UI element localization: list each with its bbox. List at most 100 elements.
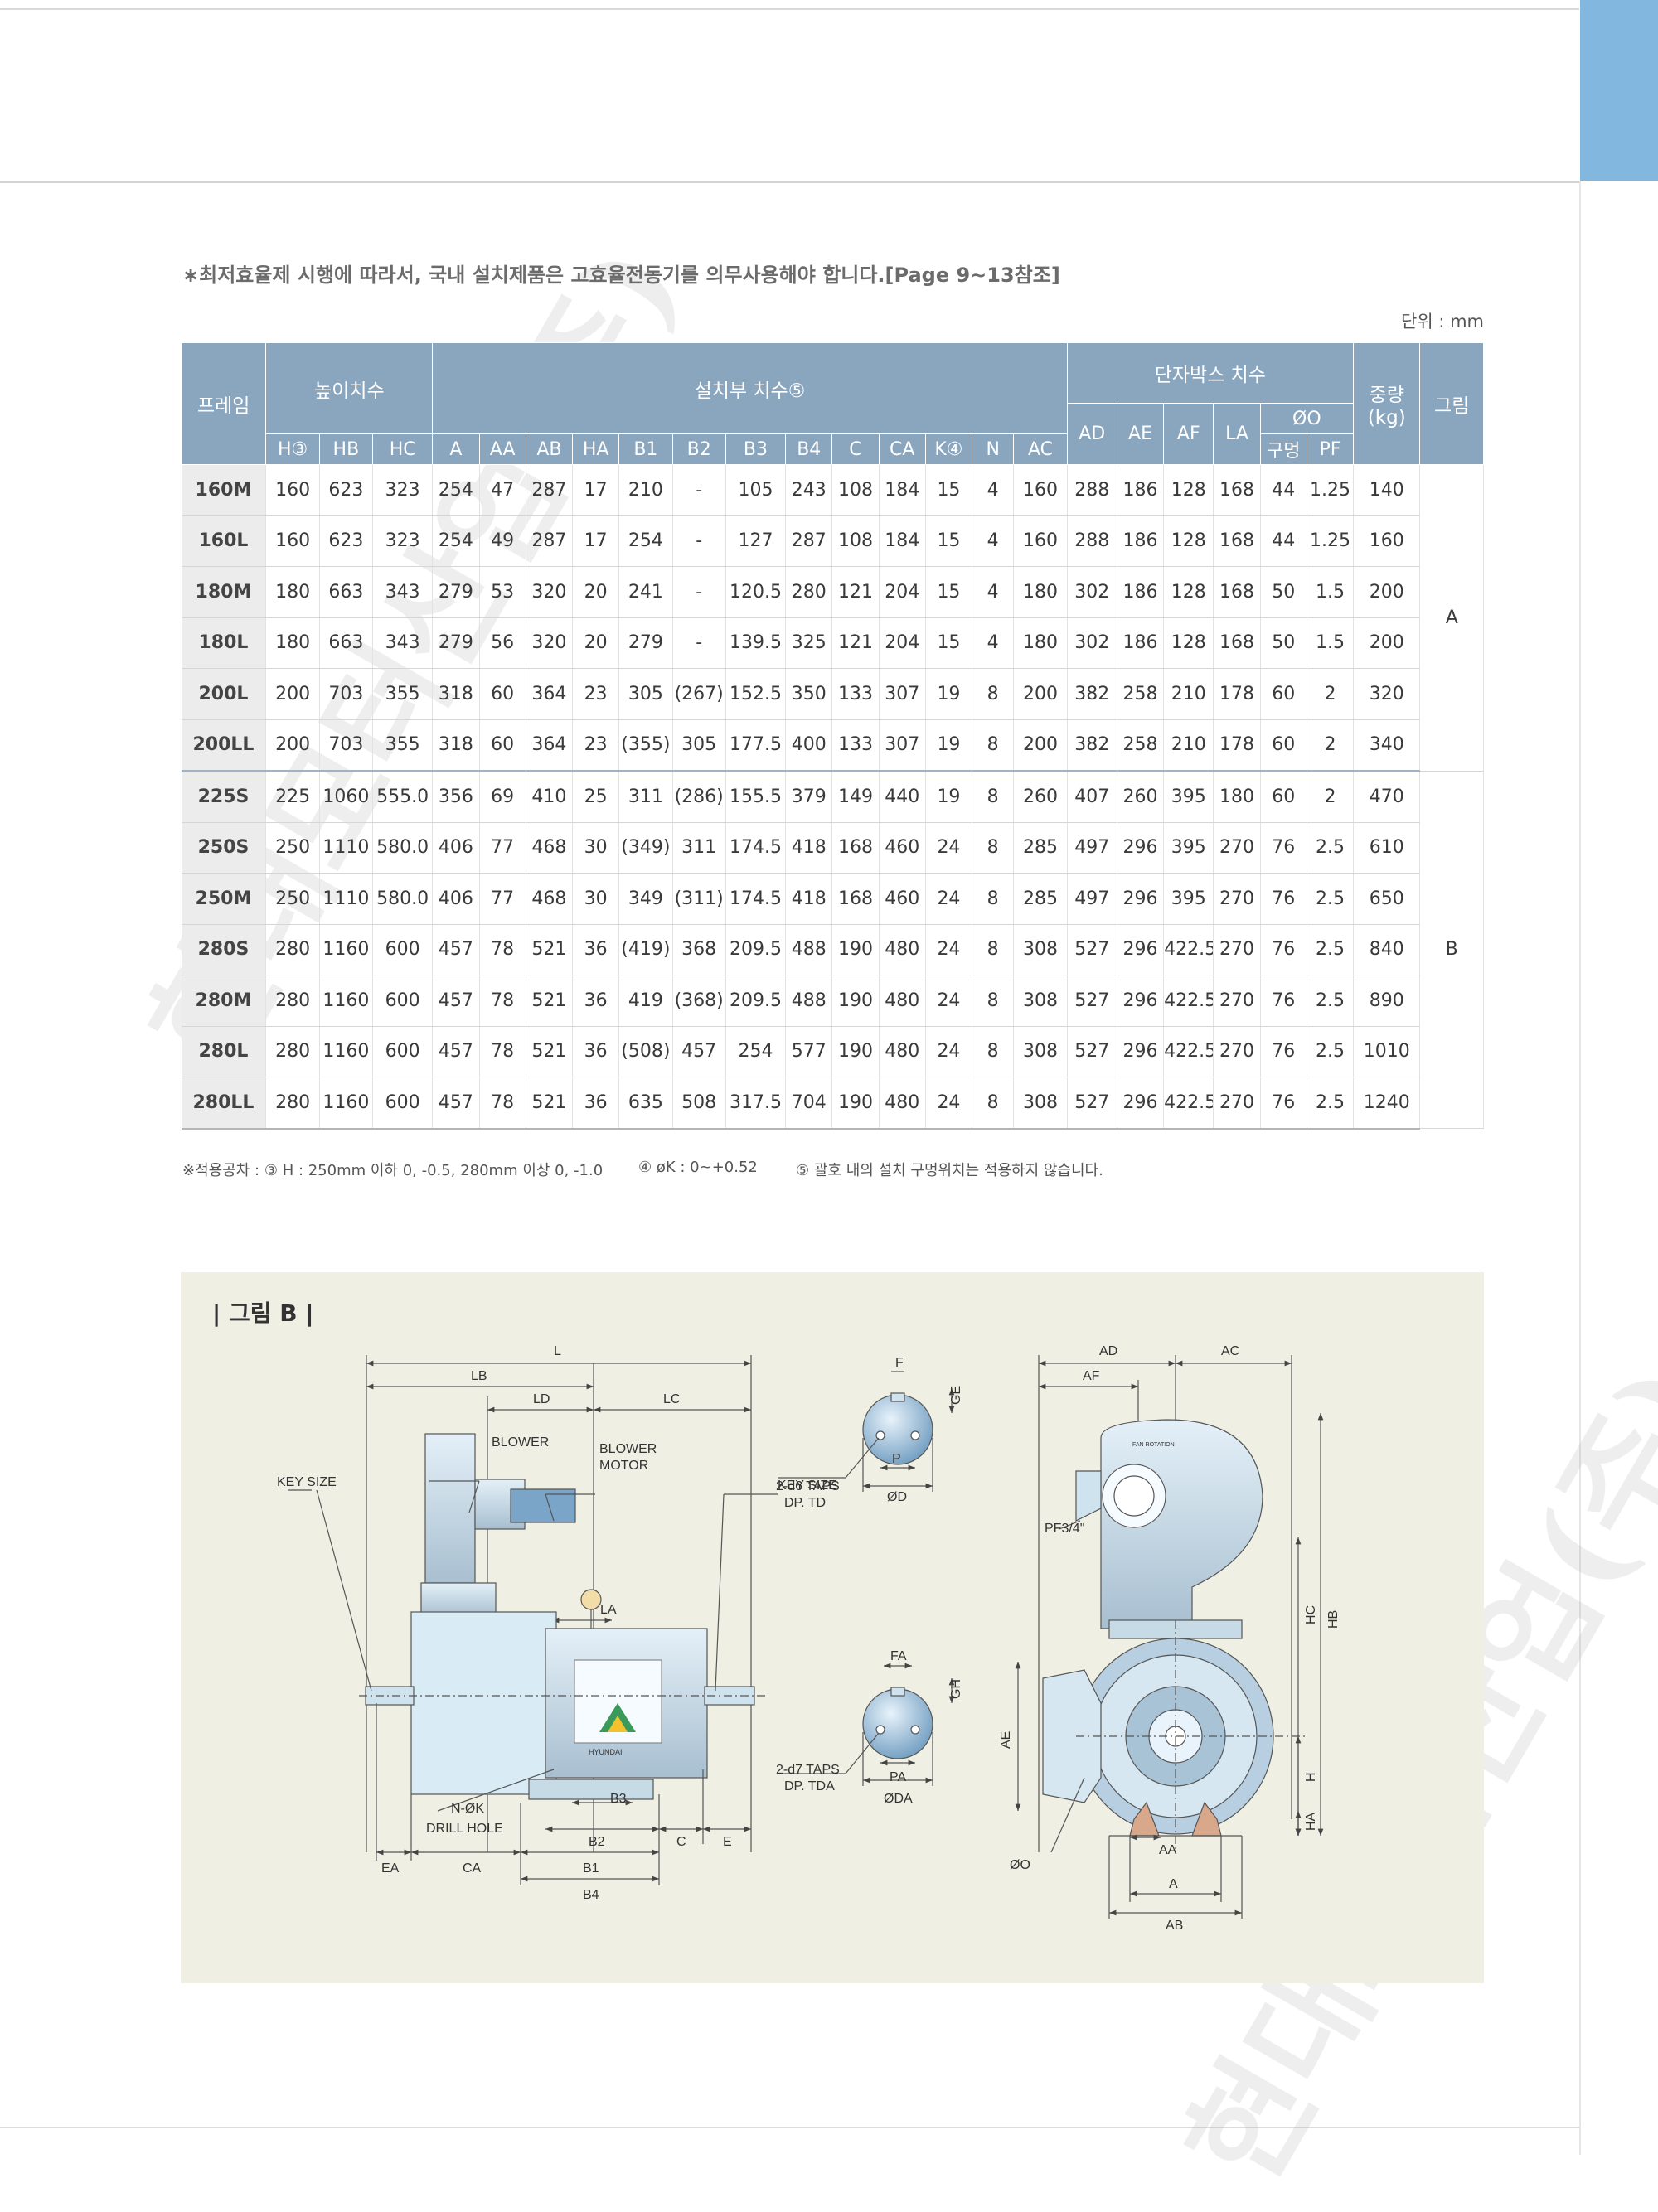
dim-ab-label: AB <box>1166 1919 1183 1933</box>
table-cell: (286) <box>672 771 726 823</box>
table-cell: - <box>672 566 726 618</box>
top-rule <box>0 8 1579 10</box>
table-cell: 308 <box>1013 1026 1068 1077</box>
shaft-end-views <box>778 1371 955 1786</box>
table-cell: 457 <box>432 975 480 1027</box>
table-cell: 2.5 <box>1307 873 1355 925</box>
table-cell: 8 <box>972 719 1015 772</box>
table-cell: 128 <box>1163 464 1214 516</box>
table-cell: 317.5 <box>725 1077 787 1130</box>
table-cell: 168 <box>1213 566 1261 618</box>
table-cell: 320 <box>1353 668 1421 720</box>
dim-h-label: H <box>1304 1772 1318 1782</box>
table-cell: 600 <box>372 1077 434 1130</box>
drill-hole-label-2: DRILL HOLE <box>426 1822 503 1836</box>
dim-ge-label: GE <box>949 1386 963 1405</box>
table-cell: 184 <box>879 464 926 516</box>
table-cell: 184 <box>879 515 926 567</box>
fan-rotation-label: FAN ROTATION <box>1132 1442 1175 1448</box>
table-cell: 209.5 <box>725 924 787 975</box>
table-cell: 280 <box>265 975 320 1027</box>
table-cell: 24 <box>925 975 973 1027</box>
table-cell: 78 <box>479 924 526 975</box>
table-cell: 650 <box>1353 873 1421 925</box>
table-cell: 149 <box>831 771 880 823</box>
table-cell: 200 <box>265 668 320 720</box>
table-cell: 395 <box>1163 822 1214 874</box>
table-cell: 410 <box>526 771 574 823</box>
table-cell: 422.5 <box>1163 1077 1214 1130</box>
table-cell: 180 <box>265 566 320 618</box>
table-cell: 186 <box>1117 464 1165 516</box>
header-col: AB <box>525 433 574 465</box>
table-cell: 121 <box>831 566 880 618</box>
table-cell: 69 <box>479 771 526 823</box>
table-cell: 76 <box>1260 873 1307 925</box>
dim-lc-label: LC <box>663 1392 680 1406</box>
table-cell: 254 <box>432 515 480 567</box>
taps-d6-label-1: 2-d6 TAPS <box>776 1479 840 1493</box>
table-cell: 204 <box>879 617 926 669</box>
table-cell: 1160 <box>319 1026 374 1077</box>
table-cell: 44 <box>1260 515 1307 567</box>
table-cell: 418 <box>785 822 833 874</box>
table-cell: 349 <box>618 873 673 925</box>
header-col: A <box>432 433 480 465</box>
table-cell: 160 <box>265 515 320 567</box>
table-cell: 418 <box>785 873 833 925</box>
table-cell: 379 <box>785 771 833 823</box>
table-cell: 440 <box>879 771 926 823</box>
header-col: AE <box>1116 403 1165 465</box>
table-cell: 36 <box>572 1077 620 1130</box>
table-cell: 209.5 <box>725 975 787 1027</box>
front-view-labels: AD AC AF PF3/4" FAN ROTATION HC HB H HA … <box>999 1344 1340 1933</box>
table-cell: 296 <box>1117 1026 1165 1077</box>
table-cell: 2 <box>1307 771 1355 823</box>
table-cell: 128 <box>1163 515 1214 567</box>
table-cell: 254 <box>618 515 673 567</box>
table-cell: 254 <box>432 464 480 516</box>
side-view-labels: L LB LD LC LA BLOWER BLOWER MOTOR KEY SI… <box>277 1344 837 1902</box>
table-cell: 190 <box>831 975 880 1027</box>
table-cell: 15 <box>925 617 973 669</box>
table-cell: 20 <box>572 566 620 618</box>
pf-label: PF3/4" <box>1045 1522 1084 1536</box>
taps-d7-label-1: 2-d7 TAPS <box>776 1763 840 1777</box>
table-cell: 287 <box>785 515 833 567</box>
table-cell: 1240 <box>1353 1077 1421 1130</box>
table-cell: 15 <box>925 515 973 567</box>
table-cell: 241 <box>618 566 673 618</box>
table-cell: 307 <box>879 719 926 772</box>
table-cell: 127 <box>725 515 787 567</box>
table-cell: 76 <box>1260 1077 1307 1130</box>
figure-title: | 그림 B | <box>212 1300 314 1327</box>
table-cell: - <box>672 617 726 669</box>
table-cell: 497 <box>1067 873 1117 925</box>
table-cell: 1.25 <box>1307 464 1355 516</box>
dim-ad-label: AD <box>1099 1344 1117 1358</box>
table-cell: 78 <box>479 1026 526 1077</box>
table-cell: 364 <box>526 719 574 772</box>
table-cell: 527 <box>1067 924 1117 975</box>
table-cell: 152.5 <box>725 668 787 720</box>
table-cell: 1060 <box>319 771 374 823</box>
table-cell: 243 <box>785 464 833 516</box>
footnote-tolerance: ※적용공차 : ③ H : 250mm 이하 0, -0.5, 280mm 이상… <box>182 1162 604 1179</box>
bottom-rule <box>0 2127 1579 2128</box>
dim-b3-label: B3 <box>610 1792 627 1806</box>
side-line <box>1579 181 1581 2155</box>
side-view <box>288 1355 778 1885</box>
table-cell: 168 <box>831 873 880 925</box>
table-cell: 527 <box>1067 1026 1117 1077</box>
table-cell: (349) <box>618 822 673 874</box>
table-cell: 2.5 <box>1307 1077 1355 1130</box>
table-cell: 470 <box>1353 771 1421 823</box>
table-cell: 76 <box>1260 822 1307 874</box>
